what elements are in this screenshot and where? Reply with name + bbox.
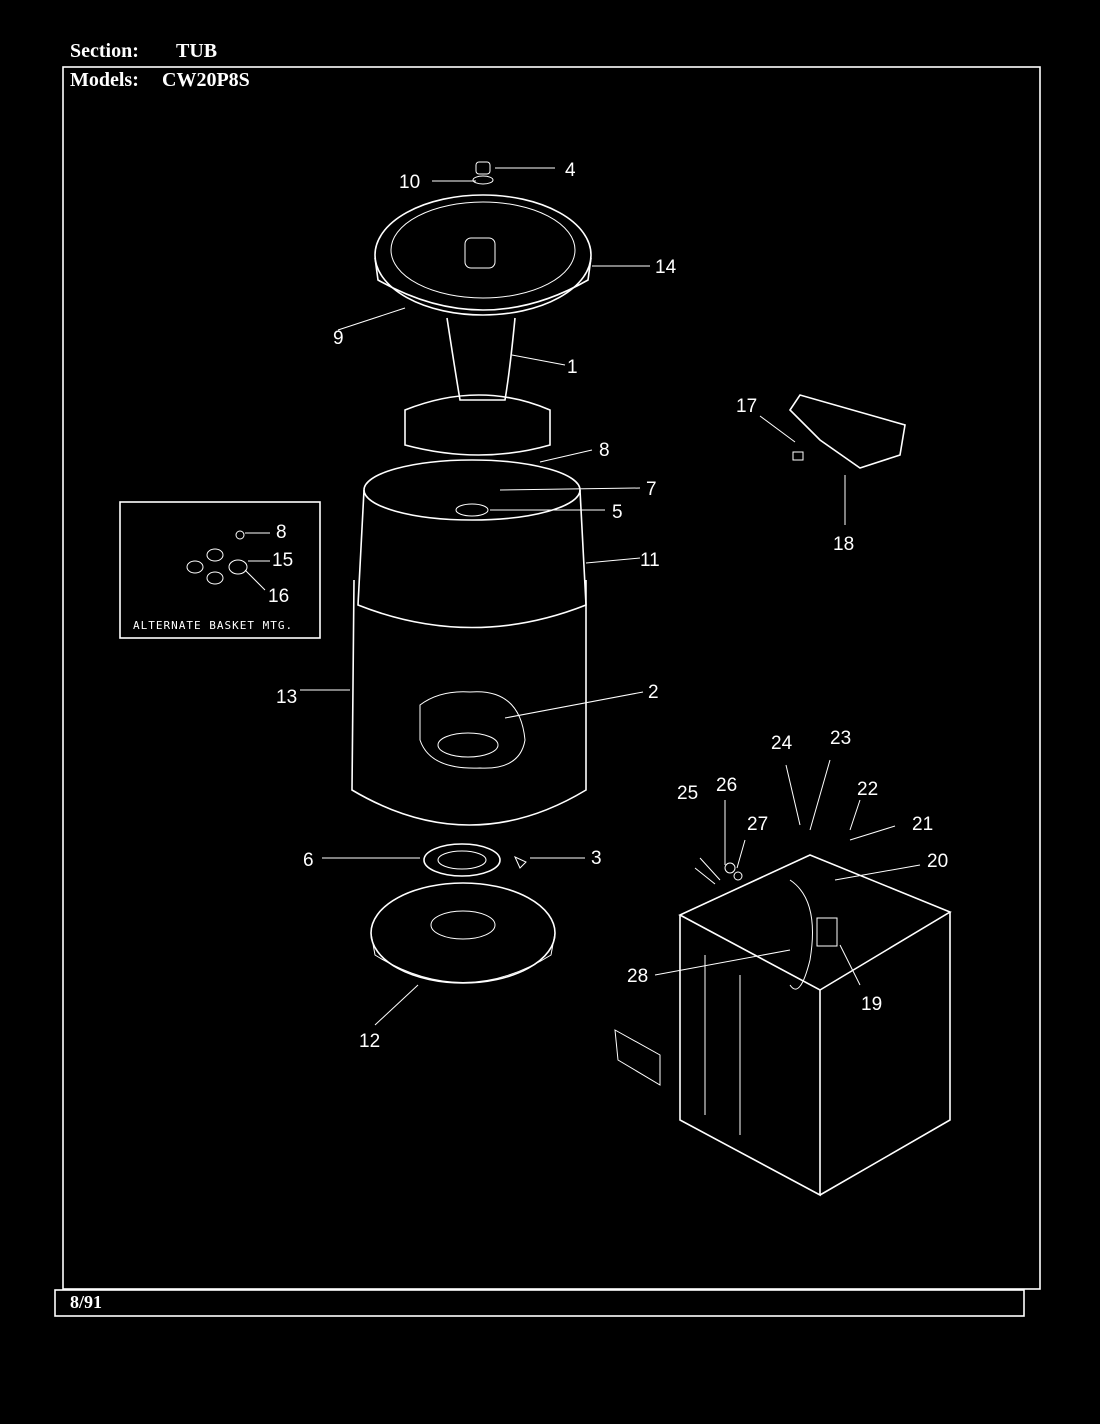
part-cap-nut	[432, 161, 555, 185]
callout-5: 5	[612, 502, 623, 523]
callout-22: 22	[857, 779, 878, 800]
inset-alternate-basket-mtg	[119, 501, 321, 639]
models-label: Models:	[70, 69, 139, 91]
callout-1: 1	[567, 357, 578, 378]
callout-4: 4	[565, 160, 576, 181]
callout-labels: 1 2 3 4 5 6 7 8 9 10 11 12 13 14 15 16 1…	[268, 160, 948, 1052]
section-value: TUB	[176, 40, 218, 62]
part-agitator	[404, 237, 566, 456]
callout-16: 16	[268, 586, 289, 607]
callout-12: 12	[359, 1031, 380, 1052]
callout-10: 10	[399, 172, 420, 193]
callout-24: 24	[771, 733, 793, 754]
part-outer-tub	[300, 579, 644, 826]
part-tub-base	[370, 882, 556, 1026]
callout-20: 20	[927, 851, 948, 872]
callout-26: 26	[716, 775, 737, 796]
callout-11: 11	[640, 550, 660, 571]
part-tub-ring	[337, 194, 650, 331]
callout-25: 25	[677, 783, 698, 804]
callout-21: 21	[912, 814, 933, 835]
part-cabinet	[614, 759, 952, 1197]
footer-date: 8/91	[70, 1292, 103, 1312]
callout-9: 9	[333, 328, 344, 349]
part-bracket	[759, 394, 906, 525]
section-label: Section:	[70, 40, 139, 62]
callout-13: 13	[276, 687, 297, 708]
callout-19: 19	[861, 994, 882, 1015]
callout-6: 6	[303, 850, 314, 871]
inset-caption: ALTERNATE BASKET MTG.	[133, 619, 294, 632]
callout-8-inset: 8	[276, 522, 287, 543]
footer-frame	[54, 1289, 1025, 1317]
part-seal	[322, 843, 585, 877]
part-basket	[357, 449, 641, 629]
callout-2: 2	[648, 682, 659, 703]
callout-23: 23	[830, 728, 851, 749]
callout-28: 28	[627, 966, 648, 987]
callout-18: 18	[833, 534, 854, 555]
callout-14: 14	[655, 257, 677, 278]
callout-7: 7	[646, 479, 657, 500]
models-value: CW20P8S	[162, 69, 250, 91]
callout-27: 27	[747, 814, 768, 835]
callout-8: 8	[599, 440, 610, 461]
callout-17: 17	[736, 396, 757, 417]
callout-15: 15	[272, 550, 293, 571]
callout-3: 3	[591, 848, 602, 869]
outer-frame	[62, 66, 1041, 1290]
